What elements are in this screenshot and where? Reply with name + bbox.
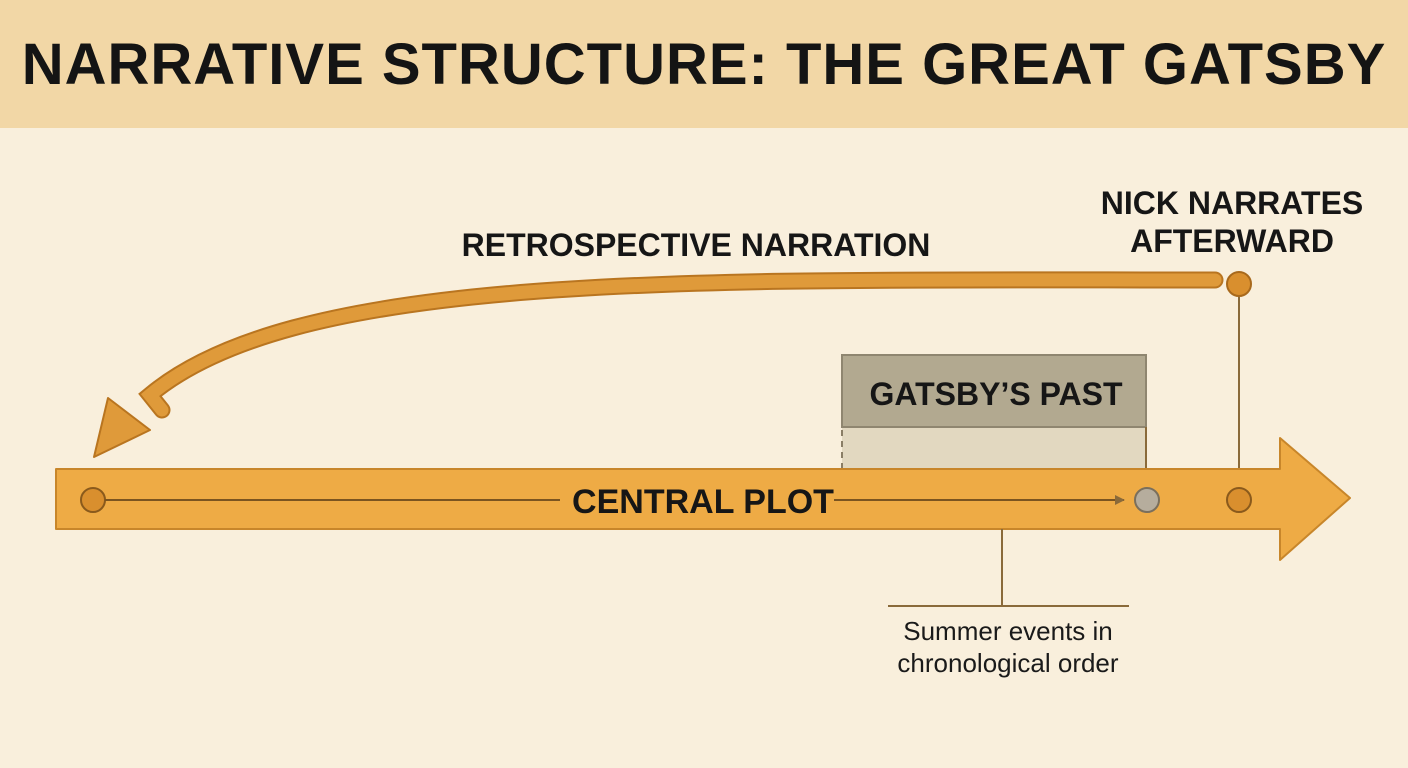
page-title: NARRATIVE STRUCTURE: THE GREAT GATSBY (21, 32, 1387, 97)
nick-narrates-label-line1: NICK NARRATES (1101, 185, 1364, 221)
summer-events-note-line1: Summer events in (903, 616, 1113, 646)
retrospective-label: RETROSPECTIVE NARRATION (462, 227, 931, 263)
retrospective-arrow-body (140, 273, 1222, 417)
gatsby-past-label: GATSBY’S PAST (869, 376, 1123, 412)
gatsby-past-shaded-region (842, 427, 1146, 469)
gatsby-past-box (841, 354, 1147, 428)
summer-events-note-line2: chronological order (897, 648, 1118, 678)
nick-marker-top (1226, 271, 1252, 297)
central-plot-timeline-arrow (55, 437, 1351, 561)
retrospective-arrowhead (93, 397, 151, 458)
nick-narrates-label-line2: AFTERWARD (1130, 223, 1334, 259)
title-banner (0, 0, 1408, 128)
plot-start-marker (80, 487, 106, 513)
gatsby-past-marker (1134, 487, 1160, 513)
central-plot-label: CENTRAL PLOT (572, 483, 834, 521)
nick-marker-bottom (1226, 487, 1252, 513)
